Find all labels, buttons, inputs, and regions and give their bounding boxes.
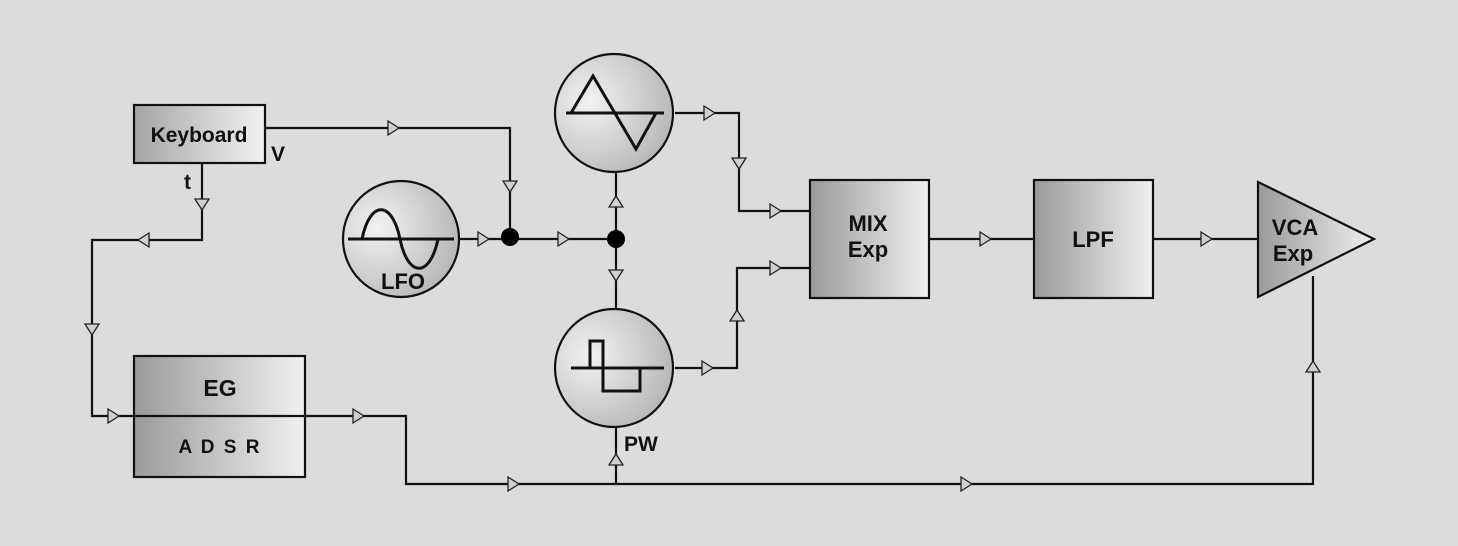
lfo-block: LFO [341, 179, 461, 299]
arrow-down [607, 269, 625, 283]
arrow-up [1304, 359, 1322, 373]
lpf-label: LPF [1072, 227, 1114, 252]
arrow-right [701, 359, 715, 377]
arrow-right [769, 259, 783, 277]
arrow-right [979, 230, 993, 248]
arrow-right [703, 104, 717, 122]
oscillator-pulse [553, 307, 675, 429]
wire-eg-out [305, 276, 1315, 486]
arrow-right [352, 407, 366, 425]
arrow-right [387, 119, 401, 137]
eg-params: A D S R [179, 437, 262, 458]
junction-dot [501, 228, 519, 246]
arrow-up [607, 452, 625, 466]
junction-dot [607, 230, 625, 248]
mix-label-line1: MIX [848, 211, 887, 236]
lpf-block: LPF [1032, 178, 1155, 300]
arrow-right [1200, 230, 1214, 248]
signal-arrows [83, 104, 1322, 493]
arrow-right [107, 407, 121, 425]
pw-label: PW [624, 433, 658, 456]
keyboard-label: Keyboard [151, 124, 248, 147]
arrow-right [557, 230, 571, 248]
arrow-down [730, 157, 748, 171]
wire-keyboard-gate [90, 163, 204, 418]
keyboard-v-port-label: V [271, 143, 285, 166]
vca-label-line1: VCA [1272, 215, 1319, 240]
vca-block: VCA Exp [1256, 180, 1377, 299]
arrow-down [501, 180, 519, 194]
eg-title: EG [203, 375, 236, 401]
mix-block: MIX Exp [808, 178, 931, 300]
mix-label-line2: Exp [848, 237, 888, 262]
arrow-down [193, 198, 211, 212]
arrow-down [83, 323, 101, 337]
arrow-right [507, 475, 521, 493]
arrow-right [477, 230, 491, 248]
keyboard-block: Keyboard [132, 103, 267, 165]
sine-wave-icon [360, 208, 440, 270]
oscillator-triangle [553, 52, 675, 174]
arrow-left [136, 231, 150, 249]
wire-keyboard-v [265, 126, 512, 237]
arrow-right [960, 475, 974, 493]
eg-block: EG A D S R [132, 354, 307, 479]
arrow-up [728, 308, 746, 322]
vca-label-line2: Exp [1273, 241, 1313, 266]
arrow-up [607, 194, 625, 208]
triangle-wave-icon [569, 73, 658, 153]
lfo-label: LFO [381, 269, 425, 294]
arrow-right [769, 202, 783, 220]
keyboard-t-port-label: t [184, 171, 191, 194]
pulse-wave-icon [588, 339, 642, 393]
